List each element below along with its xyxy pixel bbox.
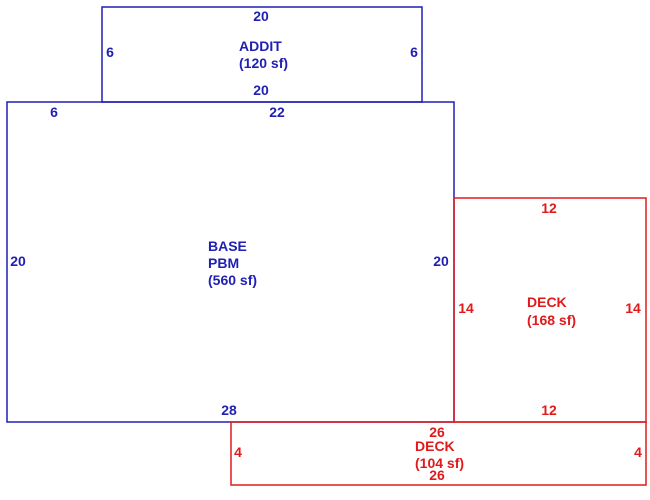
deck-bottom-dim-left: 4 (234, 444, 242, 460)
deck-right-dim-bottom: 12 (541, 402, 557, 418)
base-dim-right: 20 (433, 253, 449, 269)
deck-right-dim-right: 14 (625, 300, 641, 316)
base-name-line1: BASE (208, 238, 247, 254)
base-area: (560 sf) (208, 272, 257, 288)
addit-dim-bottom: 20 (253, 82, 269, 98)
deck-right-area: (168 sf) (527, 312, 576, 328)
base-dim-left: 20 (10, 253, 26, 269)
deck-bottom-dim-bottom: 26 (429, 467, 445, 483)
deck-bottom-area: (104 sf) (415, 455, 464, 471)
deck-right-dim-left: 14 (458, 300, 474, 316)
deck-right-name: DECK (527, 294, 567, 310)
deck-bottom-outline (230, 421, 647, 486)
addit-name: ADDIT (239, 38, 282, 54)
addit-dim-right: 6 (410, 44, 418, 60)
deck-bottom-dim-top: 26 (429, 424, 445, 440)
base-name-line2: PBM (208, 255, 239, 271)
base-dim-bottom: 28 (221, 402, 237, 418)
base-dim-top: 22 (269, 104, 285, 120)
deck-bottom-dim-right: 4 (634, 444, 642, 460)
addit-dim-top: 20 (253, 8, 269, 24)
addit-area: (120 sf) (239, 55, 288, 71)
addit-dim-left: 6 (106, 44, 114, 60)
deck-right-dim-top: 12 (541, 200, 557, 216)
base-dim-top-left: 6 (50, 104, 58, 120)
deck-right-outline (453, 197, 647, 423)
deck-bottom-name: DECK (415, 438, 455, 454)
